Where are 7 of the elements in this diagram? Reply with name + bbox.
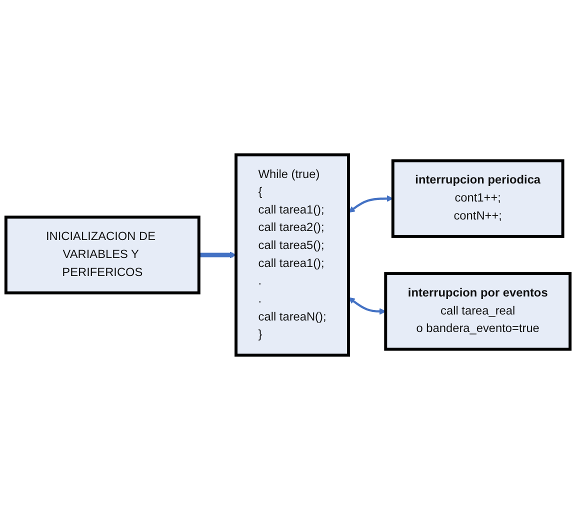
arrow (348, 195, 394, 213)
node-box: interrupcion por eventos call tarea_real o bandera_evento=true (384, 272, 572, 351)
arrow (198, 252, 236, 258)
arrow (348, 297, 386, 315)
node-box: INICIALIZACION DE VARIABLES Y PERIFERICOS (4, 216, 200, 294)
node-box: interrupcion periodica cont1++; contN++; (391, 159, 564, 238)
node-box: While (true) { call tarea1(); call tarea2(); call tarea5(); call tarea1(); . . call tareaN(); } (234, 153, 350, 357)
